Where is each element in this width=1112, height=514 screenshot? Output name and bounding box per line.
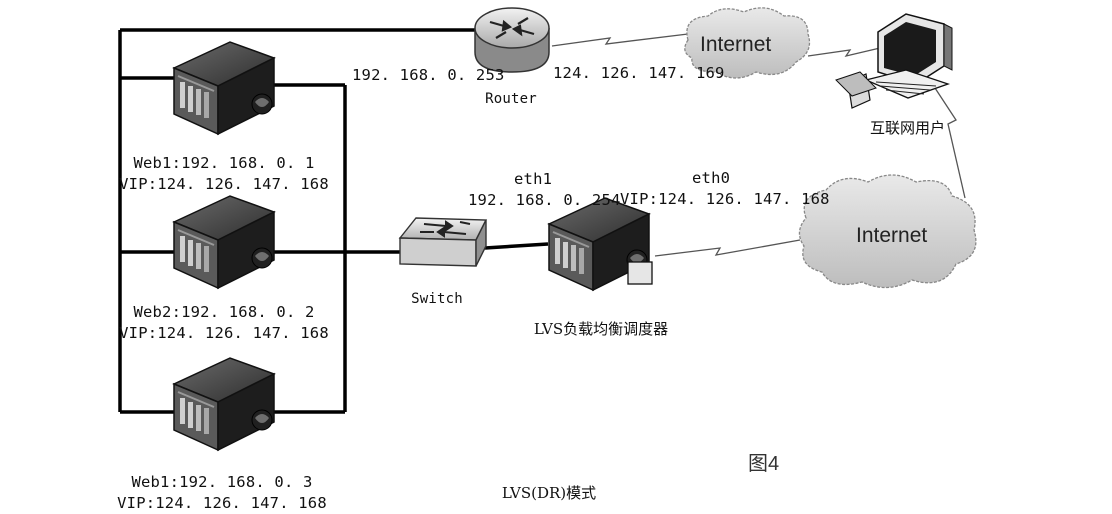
internet-cloud-top xyxy=(684,7,811,79)
internet-cloud-bottom xyxy=(798,174,977,289)
web-server-3-icon xyxy=(173,357,275,451)
router-icon xyxy=(474,7,550,73)
network-links xyxy=(118,28,549,414)
switch-icon xyxy=(398,217,488,267)
router-label: Router xyxy=(485,91,537,107)
server-3-info: Web1:192. 168. 0. 3 VIP:124. 126. 147. 1… xyxy=(117,472,327,514)
server-1-info: Web1:192. 168. 0. 1 VIP:124. 126. 147. 1… xyxy=(119,153,329,195)
switch-label: Switch xyxy=(411,291,463,307)
user-label: 互联网用户 xyxy=(870,119,946,137)
diagram-caption: LVS(DR)模式 xyxy=(501,484,597,502)
router-wan-ip: 124. 126. 147. 169 xyxy=(553,64,725,82)
internet-label-top: Internet xyxy=(700,33,772,56)
figure-label: 图4 xyxy=(748,453,780,475)
server-3-name-ip: Web1:192. 168. 0. 3 xyxy=(131,473,313,491)
lvs-label: LVS负载均衡调度器 xyxy=(533,320,669,338)
server-2-name-ip: Web2:192. 168. 0. 2 xyxy=(133,303,315,321)
web-server-1-icon xyxy=(173,41,275,135)
lvs-eth1-ip: 192. 168. 0. 254 xyxy=(468,191,621,209)
lvs-eth0-label: eth0 xyxy=(692,169,731,187)
lvs-director-icon xyxy=(548,197,653,291)
server-2-vip: VIP:124. 126. 147. 168 xyxy=(119,324,329,342)
server-1-name-ip: Web1:192. 168. 0. 1 xyxy=(133,154,315,172)
server-3-vip: VIP:124. 126. 147. 168 xyxy=(117,494,327,512)
router-lan-ip: 192. 168. 0. 253 xyxy=(352,66,505,84)
lvs-eth0-vip: VIP:124. 126. 147. 168 xyxy=(620,190,830,208)
user-computer-icon xyxy=(835,13,953,109)
lvs-eth1-label: eth1 xyxy=(514,170,553,188)
web-server-2-icon xyxy=(173,195,275,289)
wireless-links xyxy=(551,33,966,257)
server-2-info: Web2:192. 168. 0. 2 VIP:124. 126. 147. 1… xyxy=(119,302,329,344)
internet-label-bottom: Internet xyxy=(856,224,928,247)
server-1-vip: VIP:124. 126. 147. 168 xyxy=(119,175,329,193)
